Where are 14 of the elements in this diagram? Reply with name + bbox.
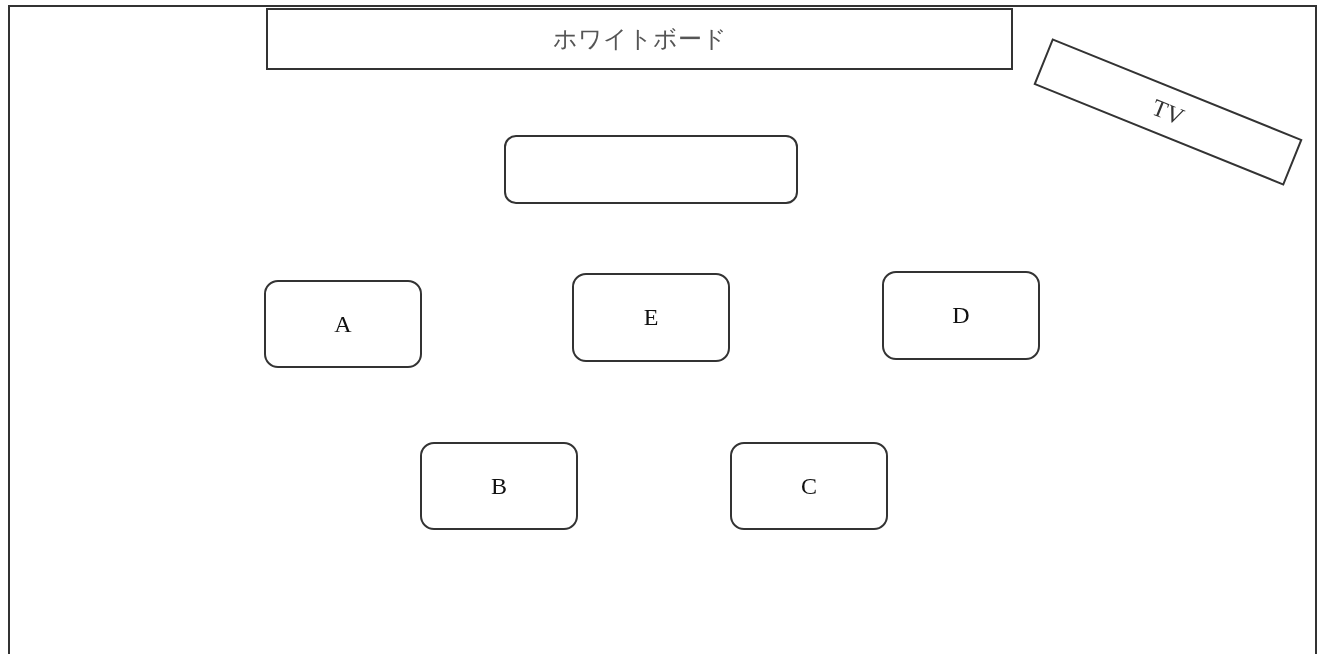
desk xyxy=(264,280,422,368)
desk-label: B xyxy=(491,472,507,500)
desk-label: C xyxy=(801,472,817,500)
desk-label: D xyxy=(952,302,970,329)
desk xyxy=(882,271,1040,360)
desk xyxy=(572,273,730,362)
desk-label: A xyxy=(334,310,352,338)
desk xyxy=(730,442,888,530)
whiteboard xyxy=(266,8,1013,70)
table xyxy=(504,135,798,204)
whiteboard-label: ホワイトボード xyxy=(552,25,727,54)
tv-label: TV xyxy=(1148,93,1188,131)
desk xyxy=(420,442,578,530)
desk-label: E xyxy=(643,304,659,331)
